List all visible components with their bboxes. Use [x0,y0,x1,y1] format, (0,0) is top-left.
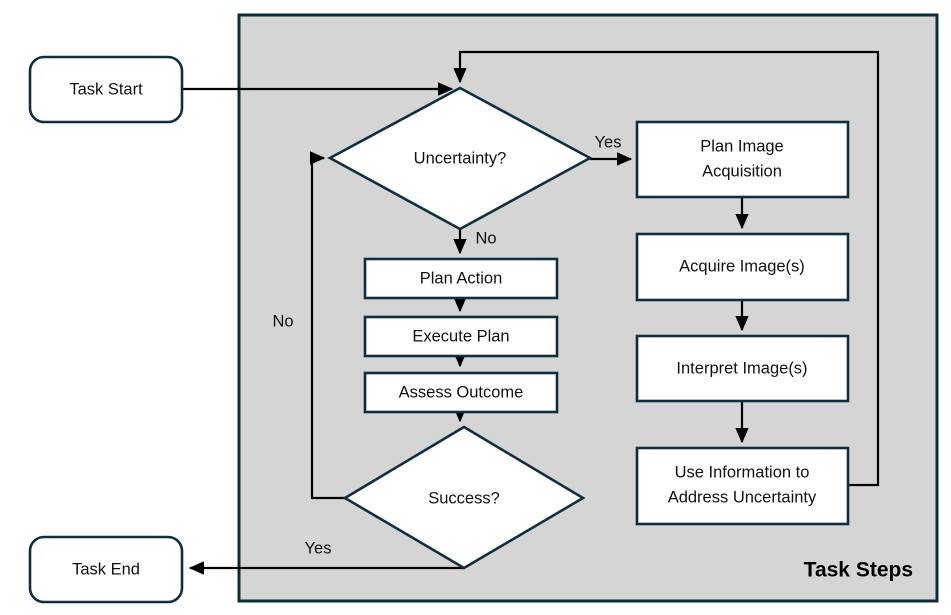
assess-outcome-shape [363,371,559,414]
plan-image-acquisition-shape [635,120,850,199]
node-assess-outcome[interactable]: Assess Outcome [363,371,559,414]
node-uncertainty-decision[interactable]: Uncertainty? [327,86,593,231]
plan-image-acquisition-label-line1: Plan Image [700,137,783,155]
task-start-label: Task Start [69,80,143,98]
acquire-images-label: Acquire Image(s) [679,257,805,275]
uncertainty-diamond-shape [327,86,593,231]
acquire-images-shape [635,232,850,302]
success-diamond-shape [342,425,586,570]
use-information-label-line2: Address Uncertainty [668,488,817,506]
node-plan-image-acquisition[interactable]: Plan Image Acquisition [635,120,850,199]
assess-outcome-label: Assess Outcome [399,383,524,401]
uncertainty-label: Uncertainty? [414,149,507,167]
plan-action-label: Plan Action [420,269,503,287]
task-end-shape [28,535,184,604]
node-task-start[interactable]: Task Start [28,55,184,124]
edge-label-uncertainty-yes: Yes [595,133,622,151]
task-end-label: Task End [72,560,140,578]
edge-label-success-no: No [272,312,293,330]
edge-useinfo-return-loop [453,50,880,487]
node-plan-action[interactable]: Plan Action [363,257,559,300]
node-success-decision[interactable]: Success? [342,425,586,570]
node-task-end[interactable]: Task End [28,535,184,604]
node-use-information[interactable]: Use Information to Address Uncertainty [635,446,850,526]
success-label: Success? [428,489,500,507]
interpret-images-shape [635,334,850,403]
task-steps-caption: Task Steps [804,559,913,582]
interpret-images-label: Interpret Image(s) [676,359,807,377]
execute-plan-label: Execute Plan [412,327,509,345]
node-execute-plan[interactable]: Execute Plan [363,315,559,358]
plan-action-shape [363,257,559,300]
edge-success-no-loop [309,151,345,500]
node-acquire-images[interactable]: Acquire Image(s) [635,232,850,302]
use-information-label-line1: Use Information to [675,463,810,481]
use-information-shape [635,446,850,526]
plan-image-acquisition-label-line2: Acquisition [702,162,782,180]
task-start-shape [28,55,184,124]
edge-label-success-yes: Yes [305,539,332,557]
execute-plan-shape [363,315,559,358]
edge-label-uncertainty-no: No [475,229,496,247]
node-interpret-images[interactable]: Interpret Image(s) [635,334,850,403]
